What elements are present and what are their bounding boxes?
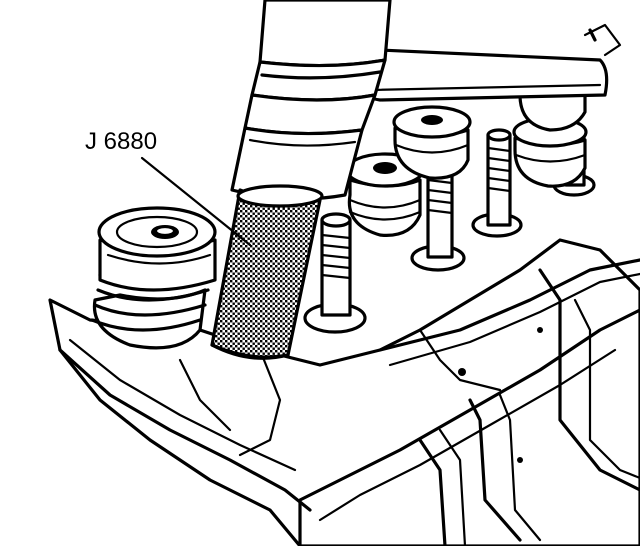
valve-spring-rear-2 — [392, 105, 472, 180]
rocker-arm — [357, 23, 622, 102]
valve-spring-rear-1 — [345, 152, 425, 237]
tool-handle — [230, 0, 392, 201]
callout-j6880: J 6880 — [85, 128, 252, 247]
tool-label: J 6880 — [85, 128, 157, 155]
rocker-stud-1 — [303, 212, 367, 334]
rocker-stud-3 — [471, 128, 523, 238]
valve-spring-left — [90, 206, 217, 350]
callout-leader-line — [140, 156, 252, 247]
head-gasket-rail — [378, 258, 640, 546]
tool-j6880-sleeve — [210, 184, 324, 360]
